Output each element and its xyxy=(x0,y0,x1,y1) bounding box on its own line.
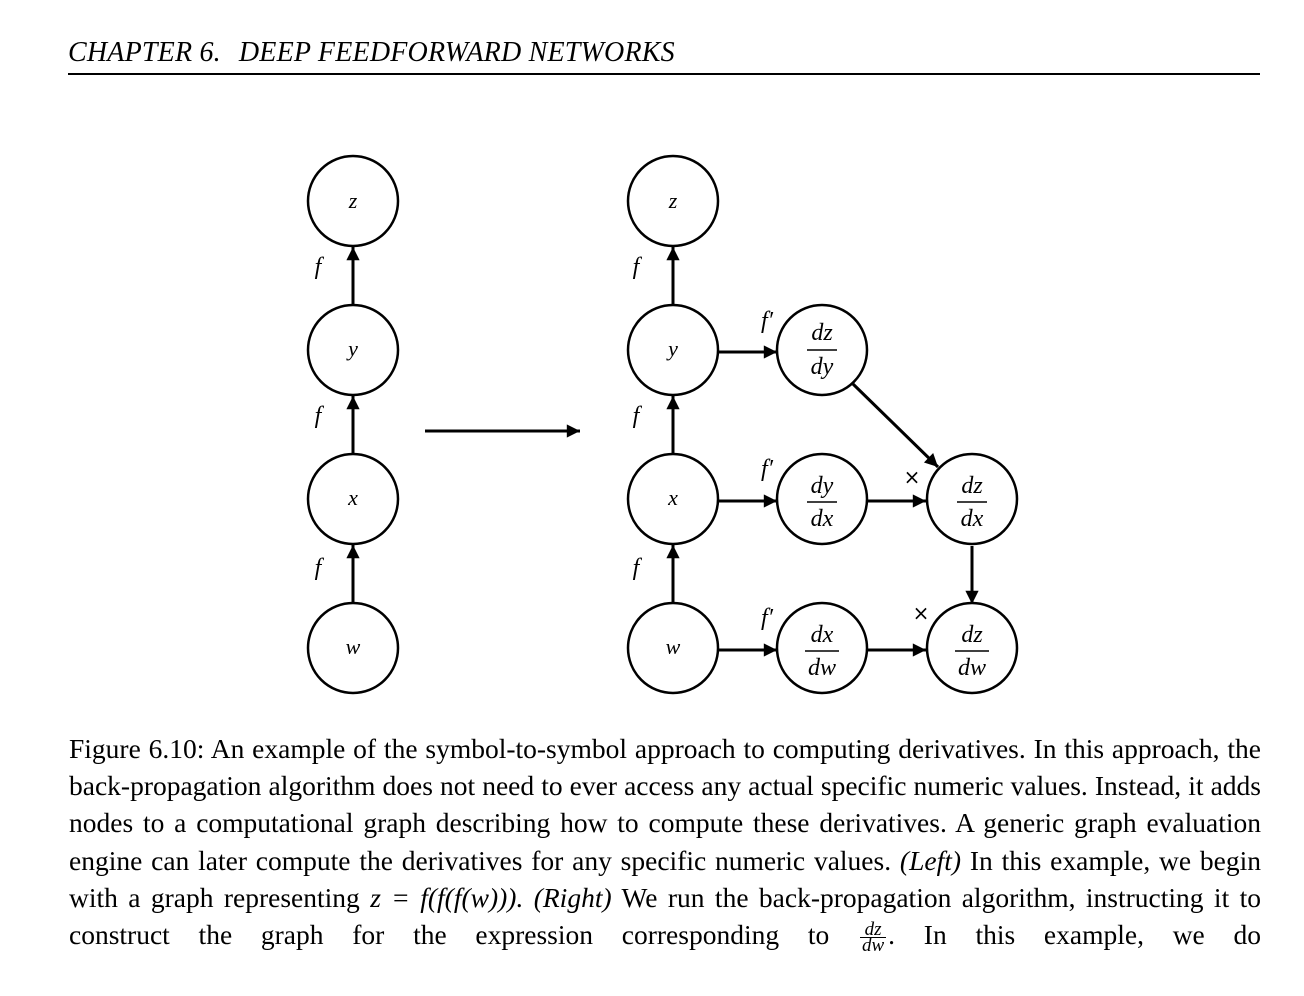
left-node-z xyxy=(306,154,400,248)
math-expression: z = f(f(f(w))). xyxy=(370,881,524,913)
dzdy-numerator: dz xyxy=(811,320,833,346)
left-label-y: y xyxy=(346,336,358,361)
dxdw-numerator: dx xyxy=(811,622,834,648)
right-node-w xyxy=(626,601,720,695)
left-graph: z y x w f f f xyxy=(306,154,400,695)
chapter-number: CHAPTER 6. xyxy=(68,37,221,68)
caption-text-3: We run the back-propagation algorithm, i… xyxy=(69,881,1261,951)
dzdw-numerator: dz xyxy=(961,622,983,648)
left-tag: (Left) xyxy=(899,844,962,876)
inline-frac-denominator: dw xyxy=(859,935,887,957)
left-edge-label-xy: f xyxy=(315,403,325,429)
right-edge-label-xy: f xyxy=(633,403,643,429)
left-node-x xyxy=(306,452,400,546)
running-head: CHAPTER 6. DEEP FEEDFORWARD NETWORKS xyxy=(68,36,1260,70)
figure-caption: Figure 6.10: An example of the symbol-to… xyxy=(69,730,1262,957)
multiply-label-dzdw: × xyxy=(913,601,930,625)
dydx-numerator: dy xyxy=(811,473,834,499)
dzdw-denominator: dw xyxy=(958,655,986,681)
multiply-label-dzdx: × xyxy=(904,465,921,489)
left-label-z: z xyxy=(348,188,358,213)
chapter-title: DEEP FEEDFORWARD NETWORKS xyxy=(238,37,675,68)
caption-text-4: . In this example, we do xyxy=(888,919,1262,951)
fprime-label-y: f′ xyxy=(761,308,774,334)
computational-graph-figure: z y x w f f f xyxy=(306,154,1019,695)
caption-text-2: In this example, we begin with a graph r… xyxy=(69,844,1262,913)
dydx-denominator: dx xyxy=(811,506,834,532)
node-dz-dw xyxy=(925,601,1019,695)
right-label-w: w xyxy=(666,634,681,659)
node-dx-dw xyxy=(775,601,869,695)
right-graph: z y x w dz dy dy dx dx dw dz dx dz dw f xyxy=(626,154,1019,695)
caption-paragraph: Figure 6.10: An example of the symbol-to… xyxy=(69,730,1262,957)
fprime-label-w: f′ xyxy=(761,605,774,631)
right-node-z xyxy=(626,154,720,248)
right-tag: (Right) xyxy=(533,881,612,913)
dxdw-denominator: dw xyxy=(808,655,836,681)
dzdy-denominator: dy xyxy=(811,354,834,380)
dzdx-numerator: dz xyxy=(961,473,983,499)
header-rule xyxy=(68,73,1260,75)
dzdx-denominator: dx xyxy=(961,506,984,532)
right-edge-label-wx: f xyxy=(633,555,643,581)
left-node-w xyxy=(306,601,400,695)
right-label-y: y xyxy=(666,336,678,361)
right-node-y xyxy=(626,303,720,397)
node-dy-dx xyxy=(775,452,869,546)
node-dz-dx xyxy=(925,452,1019,546)
fprime-label-x: f′ xyxy=(761,456,774,482)
figure-number: Figure 6.10: xyxy=(69,733,205,764)
right-node-x xyxy=(626,452,720,546)
edge-dzdy-to-dzdx xyxy=(851,382,940,469)
left-label-x: x xyxy=(347,485,358,510)
left-edge-label-yz: f xyxy=(315,254,325,280)
right-edge-label-yz: f xyxy=(633,254,643,280)
right-edges xyxy=(666,247,979,657)
left-node-y xyxy=(306,303,400,397)
right-label-z: z xyxy=(668,188,678,213)
right-label-x: x xyxy=(667,485,678,510)
caption-text-1: An example of the symbol-to-symbol appro… xyxy=(69,733,1261,876)
left-edge-label-wx: f xyxy=(315,555,325,581)
inline-frac-numerator: dz xyxy=(864,919,882,941)
left-label-w: w xyxy=(346,634,361,659)
